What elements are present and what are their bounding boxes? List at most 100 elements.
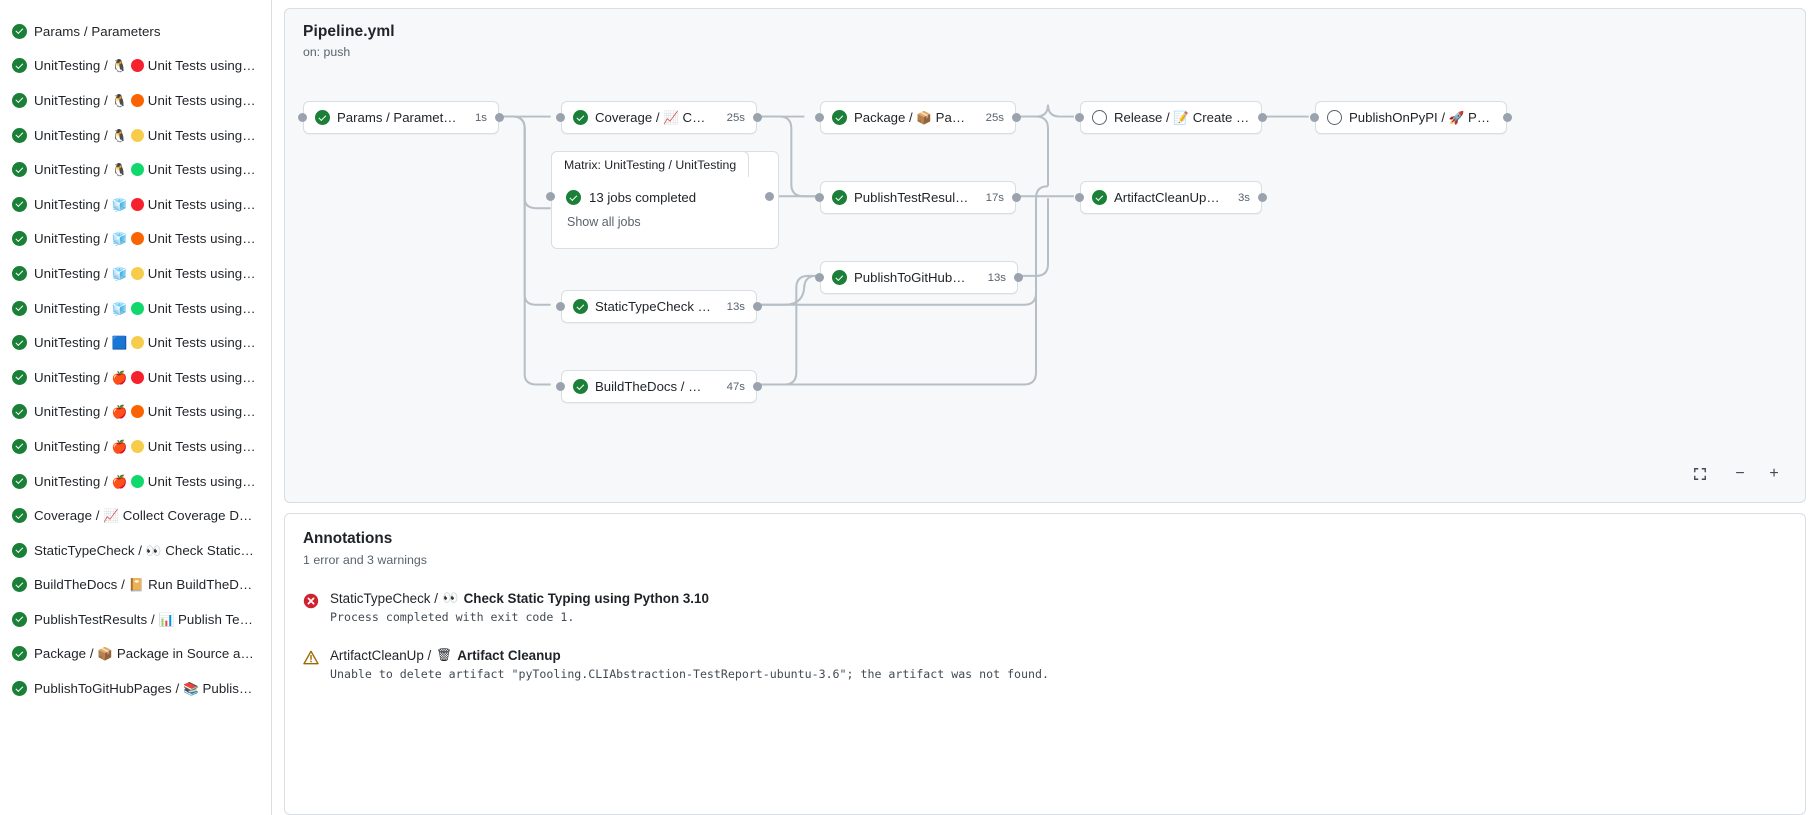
sidebar-job-item[interactable]: UnitTesting / 🧊 Unit Tests using Pyth... — [4, 187, 267, 222]
pipeline-graph-card[interactable]: Pipeline.yml on: push — [284, 8, 1806, 503]
python-version-dot — [131, 405, 145, 419]
sidebar-job-item[interactable]: UnitTesting / 🧊 Unit Tests using Pyth... — [4, 222, 267, 257]
graph-node-publishonpypi[interactable]: PublishOnPyPI / 🚀 Publish to ... — [1315, 101, 1507, 134]
python-version-dot — [131, 474, 145, 488]
annotations-card: Annotations 1 error and 3 warnings Stati… — [284, 513, 1806, 815]
sidebar-job-item[interactable]: UnitTesting / 🐧 Unit Tests using Pyth... — [4, 118, 267, 153]
sidebar-job-item[interactable]: Coverage / 📈 Collect Coverage Data usi..… — [4, 498, 267, 533]
error-icon — [303, 593, 319, 609]
windows-cube-icon: 🧊 — [111, 266, 128, 281]
sidebar-job-item[interactable]: UnitTesting / 🐧 Unit Tests using Pyth... — [4, 83, 267, 118]
sidebar-job-label: StaticTypeCheck / 👀 Check Static Typing.… — [34, 542, 257, 558]
sidebar-job-item[interactable]: BuildTheDocs / 📔 Run BuildTheDocs — [4, 568, 267, 603]
wastebasket-icon: 🗑 — [1217, 191, 1223, 205]
apple-icon: 🍎 — [111, 474, 128, 489]
python-version-dot — [131, 163, 145, 177]
graph-node-statictypecheck[interactable]: StaticTypeCheck / 👀 Chec...13s — [561, 290, 757, 323]
python-version-dot — [131, 439, 145, 453]
windows-square-icon: 🟦 — [111, 336, 128, 351]
success-icon — [573, 110, 588, 125]
annotation-body: StaticTypeCheck / 👀Check Static Typing u… — [330, 591, 709, 624]
graph-node-out-port — [1014, 273, 1023, 282]
sidebar-job-item[interactable]: UnitTesting / 🍎 Unit Tests using Pyth... — [4, 360, 267, 395]
python-version-dot — [131, 197, 145, 211]
success-icon — [12, 611, 27, 627]
graph-node-coverage[interactable]: Coverage / 📈 Collect Cove...25s — [561, 101, 757, 134]
penguin-icon: 🐧 — [111, 128, 128, 143]
graph-node-publishtogithubpages[interactable]: PublishToGitHubPages / 📚 ...13s — [820, 261, 1018, 294]
annotation-step-name: Check Static Typing using Python 3.10 — [463, 591, 709, 606]
apple-icon: 🍎 — [111, 439, 128, 454]
annotations-summary: 1 error and 3 warnings — [303, 553, 427, 567]
bar-chart-icon: 📊 — [158, 612, 175, 627]
graph-node-publishtestresults[interactable]: PublishTestResults / 📊 Pu...17s — [820, 181, 1016, 214]
graph-node-label: StaticTypeCheck / 👀 Chec... — [595, 299, 712, 314]
sidebar-job-item[interactable]: UnitTesting / 🍎 Unit Tests using Pyth... — [4, 429, 267, 464]
sidebar-job-item[interactable]: Package / 📦 Package in Source and Wh... — [4, 637, 267, 672]
sidebar-job-item[interactable]: PublishTestResults / 📊 Publish Test Resu… — [4, 602, 267, 637]
graph-node-label: Params / Parameters — [337, 110, 460, 125]
matrix-group[interactable]: Matrix: UnitTesting / UnitTesting 13 job… — [551, 151, 779, 249]
sidebar-job-item[interactable]: StaticTypeCheck / 👀 Check Static Typing.… — [4, 533, 267, 568]
graph-node-label: Release / 📝 Create 'Release P... — [1114, 110, 1250, 125]
success-icon — [12, 265, 27, 281]
zoom-level-group[interactable]: − + — [1727, 462, 1787, 486]
success-icon — [12, 127, 27, 143]
sidebar-job-label: UnitTesting / 🧊 Unit Tests using Pyth... — [34, 196, 257, 212]
sidebar-job-label: UnitTesting / 🍎 Unit Tests using Pyth... — [34, 369, 257, 385]
graph-node-out-port — [753, 302, 762, 311]
graph-node-params[interactable]: Params / Parameters 1s — [303, 101, 499, 134]
success-icon — [12, 473, 27, 489]
graph-node-artifactcleanup[interactable]: ArtifactCleanUp / 🗑 Artifac...3s — [1080, 181, 1262, 214]
penguin-icon: 🐧 — [111, 163, 128, 178]
success-icon — [573, 379, 588, 394]
apple-icon: 🍎 — [111, 370, 128, 385]
sidebar-job-item[interactable]: UnitTesting / 🟦 Unit Tests using Pyth... — [4, 325, 267, 360]
graph-node-package[interactable]: Package / 📦 Package in So...25s — [820, 101, 1016, 134]
package-icon: 📦 — [916, 111, 932, 125]
success-icon — [315, 110, 330, 125]
sidebar-job-item[interactable]: Params / Parameters — [4, 14, 267, 49]
skipped-icon — [1092, 110, 1107, 125]
graph-node-label: PublishTestResults / 📊 Pu... — [854, 190, 971, 205]
graph-node-out-port — [1258, 193, 1267, 202]
fit-screen-icon[interactable] — [1687, 462, 1713, 486]
graph-canvas[interactable]: Matrix: UnitTesting / UnitTesting 13 job… — [285, 9, 1805, 502]
sidebar-job-item[interactable]: UnitTesting / 🐧 Unit Tests using Pyth... — [4, 49, 267, 84]
chart-icon: 📈 — [103, 509, 120, 524]
zoom-out-button[interactable]: − — [1735, 465, 1745, 482]
sidebar-job-item[interactable]: UnitTesting / 🐧 Unit Tests using Pyth... — [4, 152, 267, 187]
success-icon — [12, 92, 27, 108]
zoom-in-button[interactable]: + — [1769, 465, 1779, 482]
sidebar-job-label: BuildTheDocs / 📔 Run BuildTheDocs — [34, 577, 257, 593]
graph-node-out-port — [1503, 113, 1512, 122]
sidebar-job-label: UnitTesting / 🍎 Unit Tests using Pyth... — [34, 438, 257, 454]
python-version-dot — [131, 93, 145, 107]
page-title: Pipeline.yml — [303, 23, 395, 40]
sidebar-job-label: UnitTesting / 🧊 Unit Tests using Pyth... — [34, 265, 257, 281]
success-icon — [12, 542, 27, 558]
graph-node-out-port — [1012, 193, 1021, 202]
sidebar-job-item[interactable]: UnitTesting / 🧊 Unit Tests using Pyth... — [4, 291, 267, 326]
graph-node-label: Coverage / 📈 Collect Cove... — [595, 110, 712, 125]
skipped-icon — [1327, 110, 1342, 125]
annotations-title: Annotations — [303, 530, 393, 547]
sidebar-job-item[interactable]: PublishToGitHubPages / 📚 Publish to G... — [4, 671, 267, 706]
show-all-jobs-link[interactable]: Show all jobs — [567, 215, 641, 229]
sidebar-job-item[interactable]: UnitTesting / 🍎 Unit Tests using Pyth... — [4, 464, 267, 499]
graph-node-buildthedocs[interactable]: BuildTheDocs / 📔 Run Buil...47s — [561, 370, 757, 403]
graph-node-in-port — [1075, 113, 1084, 122]
graph-node-release[interactable]: Release / 📝 Create 'Release P... — [1080, 101, 1262, 134]
sidebar-job-item[interactable]: UnitTesting / 🧊 Unit Tests using Pyth... — [4, 256, 267, 291]
sidebar-job-item[interactable]: UnitTesting / 🍎 Unit Tests using Pyth... — [4, 395, 267, 430]
success-icon — [12, 508, 27, 524]
annotation-item: StaticTypeCheck / 👀Check Static Typing u… — [303, 591, 1787, 624]
graph-node-duration: 1s — [474, 111, 487, 124]
python-version-dot — [131, 266, 145, 280]
graph-zoom-controls[interactable]: − + — [1687, 462, 1787, 486]
sidebar-job-label: UnitTesting / 🐧 Unit Tests using Pyth... — [34, 162, 257, 178]
success-icon — [12, 162, 27, 178]
success-icon — [12, 231, 27, 247]
